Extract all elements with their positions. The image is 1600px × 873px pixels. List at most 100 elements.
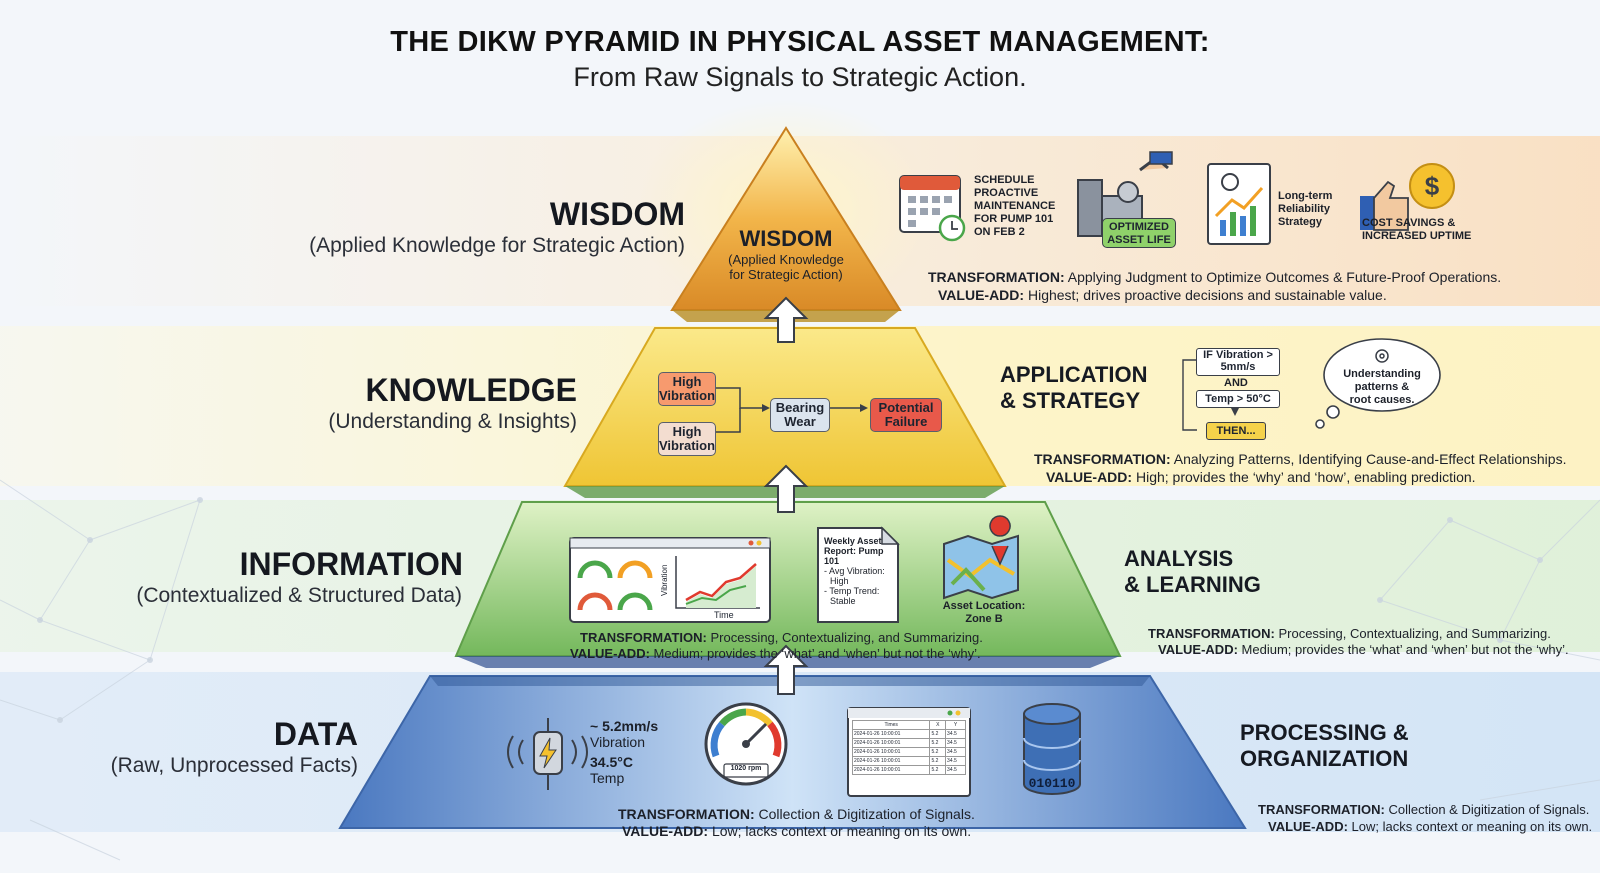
data-inner-transformation-label: TRANSFORMATION: <box>618 806 755 822</box>
page-title: THE DIKW PYRAMID IN PHYSICAL ASSET MANAG… <box>390 26 1210 58</box>
report-line-1: Weekly Asset <box>824 536 882 546</box>
report-growth-icon <box>1207 163 1271 245</box>
cloud-text: Understanding patterns & root causes. <box>1324 368 1440 407</box>
info-inner-value-text: Medium; provides the ‘what’ and ‘when’ b… <box>649 646 981 661</box>
data-transformation-text: Collection & Digitization of Signals. <box>1384 802 1590 817</box>
cloud-line-3: root causes. <box>1349 394 1415 406</box>
table-cell: 2024-01-26 10:00:01 <box>851 756 931 766</box>
table-cell: 5.2 <box>929 765 947 775</box>
data-inner-value-label: VALUE-ADD: <box>622 823 709 839</box>
schedule-line-5: ON FEB 2 <box>974 226 1025 238</box>
location-line-1: Asset Location: <box>942 600 1026 612</box>
optimized-line-1: OPTIMIZED <box>1109 221 1169 233</box>
knowledge-value: VALUE-ADD: High; provides the ‘why’ and … <box>1046 468 1476 486</box>
rule-then-box: THEN... <box>1206 422 1266 440</box>
table-cell: 34.5 <box>945 765 966 775</box>
schedule-line-2: PROACTIVE <box>974 187 1039 199</box>
report-line-5: High <box>830 576 849 586</box>
information-transformation: TRANSFORMATION: Processing, Contextualiz… <box>1148 626 1551 642</box>
longterm-text: Long-term Reliability Strategy <box>1278 190 1332 229</box>
cost-savings-text: COST SAVINGS & INCREASED UPTIME <box>1362 217 1471 243</box>
data-value-label: VALUE-ADD: <box>1268 819 1348 834</box>
hv1-line-2: Vibration <box>658 388 716 403</box>
wisdom-transformation-label: TRANSFORMATION: <box>928 269 1065 285</box>
hv2-line-1: High <box>672 424 702 439</box>
processing-title-1: PROCESSING & <box>1240 720 1409 745</box>
map-pin-icon <box>943 515 1019 600</box>
database-icon <box>1023 703 1081 795</box>
information-value-text: Medium; provides the ‘what’ and ‘when’ b… <box>1237 642 1569 657</box>
bearing-line-2: Wear <box>784 414 816 429</box>
data-inner-value-text: Low; lacks context or meaning on its own… <box>708 823 972 839</box>
thumbs-up-coin-icon: $ <box>1360 163 1455 231</box>
data-sublabel: (Raw, Unprocessed Facts) <box>110 754 358 777</box>
data-transformation: TRANSFORMATION: Collection & Digitizatio… <box>1258 802 1589 818</box>
report-line-2: Report: Pump <box>824 546 884 556</box>
hv1-line-1: High <box>672 374 702 389</box>
table-header-times: Times <box>851 720 931 730</box>
knowledge-value-label: VALUE-ADD: <box>1046 469 1133 485</box>
data-inner-value: VALUE-ADD: Low; lacks context or meaning… <box>622 823 971 840</box>
knowledge-value-text: High; provides the ‘why’ and ‘how’, enab… <box>1132 469 1476 485</box>
knowledge-transformation-text: Analyzing Patterns, Identifying Cause-an… <box>1170 451 1567 467</box>
report-line-3: 101 <box>824 556 840 566</box>
chart-ylabel: Vibration <box>660 564 669 596</box>
table-cell: 5.2 <box>929 747 947 757</box>
schedule-line-4: FOR PUMP 101 <box>974 213 1054 225</box>
sensor-temp-value: 34.5°C <box>590 754 633 770</box>
table-cell: 5.2 <box>929 738 947 748</box>
longterm-line-3: Strategy <box>1278 216 1323 228</box>
sensor-vibration-label: Vibration <box>590 734 646 750</box>
analysis-learning-title: ANALYSIS & LEARNING <box>1124 546 1261 598</box>
info-inner-transformation-text: Processing, Contextualizing, and Summari… <box>706 630 983 645</box>
gauge-readout: 1020 rpm <box>730 765 762 772</box>
hv2-line-2: Vibration <box>658 438 716 453</box>
chart-xlabel: Time <box>714 610 734 620</box>
info-inner-value: VALUE-ADD: Medium; provides the ‘what’ a… <box>570 646 981 662</box>
svg-text:$: $ <box>1425 171 1440 201</box>
report-line-4: - Avg Vibration: <box>824 566 885 576</box>
information-label: INFORMATION <box>239 546 463 582</box>
data-label: DATA <box>273 716 358 752</box>
info-inner-transformation: TRANSFORMATION: Processing, Contextualiz… <box>580 630 983 646</box>
report-line-7: Stable <box>830 596 856 606</box>
wisdom-value: VALUE-ADD: Highest; drives proactive dec… <box>938 286 1387 304</box>
wisdom-sublabel: (Applied Knowledge for Strategic Action) <box>309 234 685 257</box>
location-text: Asset Location: Zone B <box>938 600 1030 626</box>
sensor-temp-label: Temp <box>590 770 625 786</box>
data-value: VALUE-ADD: Low; lacks context or meaning… <box>1268 819 1592 835</box>
failure-line-1: Potential <box>878 400 934 415</box>
wisdom-inner-sub-1: (Applied Knowledge <box>728 252 844 267</box>
data-inner-transformation: TRANSFORMATION: Collection & Digitizatio… <box>618 806 975 823</box>
wisdom-inner-title: WISDOM <box>739 226 833 251</box>
table-cell: 2024-01-26 10:00:01 <box>851 738 931 748</box>
analysis-title-2: & LEARNING <box>1124 572 1261 597</box>
rule-if-1: IF Vibration > <box>1203 349 1273 361</box>
longterm-line-2: Reliability <box>1278 203 1330 215</box>
information-value: VALUE-ADD: Medium; provides the ‘what’ a… <box>1158 642 1569 658</box>
wisdom-inner-sub-2: for Strategic Action) <box>729 267 843 282</box>
rule-if-box: IF Vibration > 5mm/s <box>1196 348 1280 376</box>
analysis-title-1: ANALYSIS <box>1124 546 1234 571</box>
report-document-icon <box>817 526 900 623</box>
knowledge-transformation: TRANSFORMATION: Analyzing Patterns, Iden… <box>1034 450 1566 468</box>
table-cell: 5.2 <box>929 756 947 766</box>
table-cell: 2024-01-26 10:00:01 <box>851 765 931 775</box>
schedule-line-3: MAINTENANCE <box>974 200 1056 212</box>
app-title-2: & STRATEGY <box>1000 388 1141 413</box>
application-strategy-title: APPLICATION & STRATEGY <box>1000 362 1147 414</box>
schedule-text: SCHEDULE PROACTIVE MAINTENANCE FOR PUMP … <box>974 174 1055 239</box>
information-transformation-text: Processing, Contextualizing, and Summari… <box>1274 626 1551 641</box>
processing-title-2: ORGANIZATION <box>1240 746 1409 771</box>
table-cell: 2024-01-26 10:00:01 <box>851 729 931 739</box>
app-title-1: APPLICATION <box>1000 362 1148 387</box>
rule-temp-box: Temp > 50°C <box>1196 390 1280 408</box>
data-transformation-label: TRANSFORMATION: <box>1258 802 1385 817</box>
